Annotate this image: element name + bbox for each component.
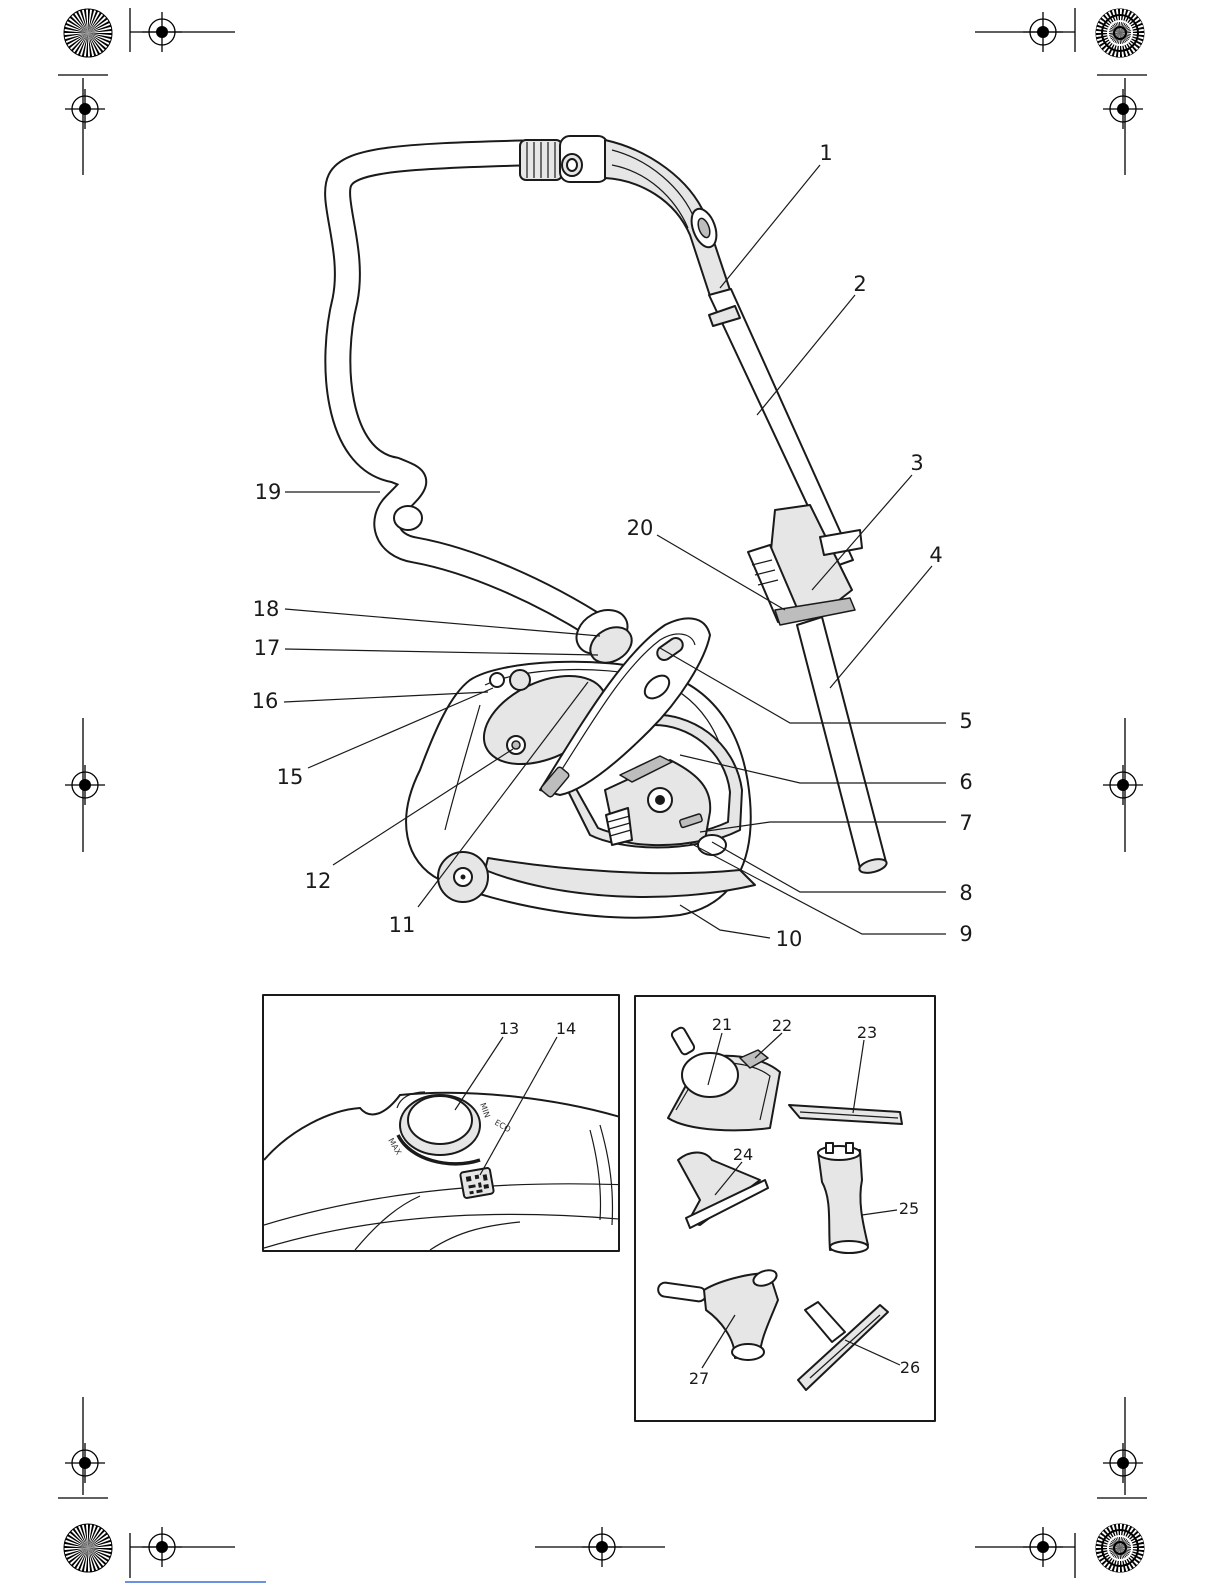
callout-9: 9 [959,922,972,946]
callout-20: 20 [627,516,654,540]
inset-right-frame [635,996,935,1421]
crosshair-upper-left [65,89,105,129]
crosshair-lower-left [65,1443,105,1483]
crosshair-lower-right [1103,1443,1143,1483]
lower-tube [797,617,888,875]
callout-14: 14 [556,1019,576,1038]
callout-10: 10 [776,927,803,951]
callout-21: 21 [712,1015,732,1034]
crosshair-top-right [1023,12,1063,52]
hose [338,153,602,630]
rosette-bottom-left [64,1524,112,1572]
callout-4: 4 [929,543,942,567]
rosette-bottom-right [1096,1524,1144,1572]
callout-7: 7 [959,811,972,835]
crosshair-upper-right [1103,89,1143,129]
crosshair-bottom-center [582,1527,622,1567]
qr-label [460,1168,494,1199]
callout-13: 13 [499,1019,519,1038]
crosshair-top-left [142,12,182,52]
handle [605,140,730,296]
callout-5: 5 [959,709,972,733]
callout-22: 22 [772,1016,792,1035]
callout-24: 24 [733,1145,753,1164]
inset-accessories: 21 22 23 24 25 26 27 [635,996,935,1421]
callout-1: 1 [819,141,832,165]
callout-26: 26 [900,1358,920,1377]
rosette-top-right [1096,9,1144,57]
hose-bend-detail [394,506,422,530]
crosshair-bottom-left [142,1527,182,1567]
callout-17: 17 [254,636,281,660]
tube-clip [748,505,862,625]
inset-control-panel: MAX MIN ECO 13 14 [263,995,630,1251]
callout-8: 8 [959,881,972,905]
power-button [510,670,530,690]
callout-19: 19 [255,480,282,504]
callout-3: 3 [910,451,923,475]
callout-11: 11 [389,913,416,937]
filter-grille [606,808,632,845]
callout-6: 6 [959,770,972,794]
crosshair-bottom-right [1023,1527,1063,1567]
rosette-top-left [64,9,112,57]
callout-12: 12 [305,869,332,893]
crosshair-mid-right [1103,765,1143,805]
callout-18: 18 [253,597,280,621]
hose-connector [520,136,608,182]
callout-23: 23 [857,1023,877,1042]
crosshair-mid-left [65,765,105,805]
callout-16: 16 [252,689,279,713]
callout-2: 2 [853,272,866,296]
callout-15: 15 [277,765,304,789]
callout-25: 25 [899,1199,919,1218]
main-illustration: 1 2 3 4 5 6 7 8 9 10 11 12 15 16 17 18 1… [252,136,973,951]
cord-rewind-button [490,673,504,687]
callout-27: 27 [689,1369,709,1388]
front-latch [698,835,726,855]
